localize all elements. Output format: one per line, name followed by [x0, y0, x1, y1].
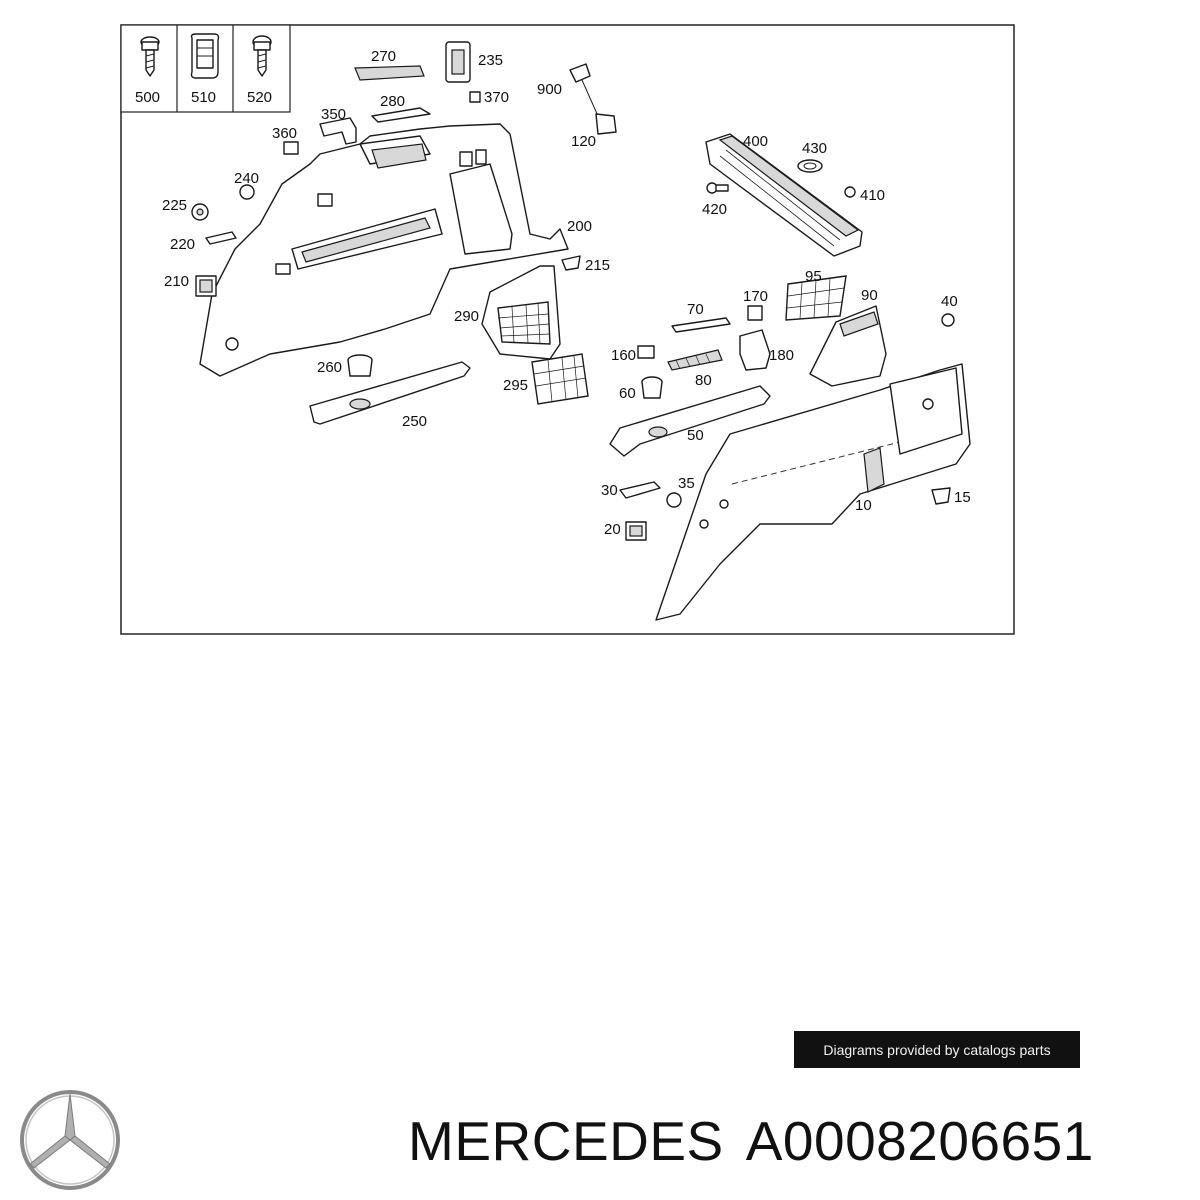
callout: 900: [537, 81, 562, 98]
callout: 210: [164, 273, 189, 290]
callout: 240: [234, 170, 259, 187]
callout: 170: [743, 288, 768, 305]
callout-labels: 270 235 370 900 280 350 360 120 400 430 …: [162, 48, 971, 538]
callout: 10: [855, 497, 872, 514]
callout: 215: [585, 257, 610, 274]
callout: 200: [567, 218, 592, 235]
part-250: [309, 361, 471, 425]
callout: 40: [941, 293, 958, 310]
part-370: [469, 91, 481, 103]
callout: 400: [743, 133, 768, 150]
part-70: [671, 317, 731, 333]
left-side-trim-panel: [199, 123, 569, 377]
part-180: [739, 329, 771, 371]
legend-number: 500: [135, 89, 160, 106]
callout: 95: [805, 268, 822, 285]
part-50: [609, 385, 771, 457]
part-35: [666, 492, 682, 508]
callout: 70: [687, 301, 704, 318]
screw-icon: [140, 36, 160, 77]
part-10: [655, 363, 971, 621]
callout: 270: [371, 48, 396, 65]
callout: 235: [478, 52, 503, 69]
part-120: [595, 113, 617, 135]
net-295: [531, 353, 589, 405]
callout: 35: [678, 475, 695, 492]
part-title: MERCEDES A0008206651: [408, 1108, 1094, 1174]
attribution-banner: Diagrams provided by catalogs parts: [794, 1031, 1080, 1068]
part-400: [705, 133, 863, 257]
legend-number: 520: [247, 89, 272, 106]
part-215: [561, 255, 581, 271]
callout: 290: [454, 308, 479, 325]
part-900: [569, 63, 591, 83]
callout: 15: [954, 489, 971, 506]
part-170: [747, 305, 763, 321]
callout: 370: [484, 89, 509, 106]
callout: 220: [170, 236, 195, 253]
callout: 420: [702, 201, 727, 218]
part-280: [371, 107, 431, 123]
callout: 260: [317, 359, 342, 376]
brand-name: MERCEDES: [408, 1110, 724, 1172]
callout: 430: [802, 140, 827, 157]
part-270: [354, 65, 425, 81]
part-15: [931, 487, 951, 505]
part-260: [347, 354, 373, 377]
net-290: [497, 301, 551, 345]
callout: 160: [611, 347, 636, 364]
fastener-legend: 500 510 520: [120, 24, 291, 113]
callout: 225: [162, 197, 187, 214]
legend-number: 510: [191, 89, 216, 106]
part-60: [641, 376, 663, 399]
callout: 250: [402, 413, 427, 430]
callout: 60: [619, 385, 636, 402]
part-220: [205, 231, 237, 245]
clip-icon: [190, 33, 220, 79]
callout: 20: [604, 521, 621, 538]
part-80: [667, 349, 723, 371]
part-number: A0008206651: [745, 1110, 1094, 1172]
callout: 90: [861, 287, 878, 304]
callout: 50: [687, 427, 704, 444]
part-160: [637, 345, 655, 359]
part-360: [283, 141, 299, 155]
part-30: [619, 481, 661, 499]
part-410: [844, 186, 856, 198]
callout: 360: [272, 125, 297, 142]
callout: 80: [695, 372, 712, 389]
callout: 410: [860, 187, 885, 204]
callout: 295: [503, 377, 528, 394]
screw-icon: [252, 35, 272, 77]
part-40: [941, 313, 955, 327]
callout: 350: [321, 106, 346, 123]
callout: 120: [571, 133, 596, 150]
part-420: [706, 182, 729, 194]
callout: 30: [601, 482, 618, 499]
net-95: [785, 275, 847, 321]
part-240: [239, 184, 255, 200]
part-350: [319, 117, 357, 145]
callout: 280: [380, 93, 405, 110]
callout: 180: [769, 347, 794, 364]
mercedes-star-logo-icon: [18, 1088, 122, 1197]
parts-diagram: 500 510 520: [120, 24, 1015, 635]
